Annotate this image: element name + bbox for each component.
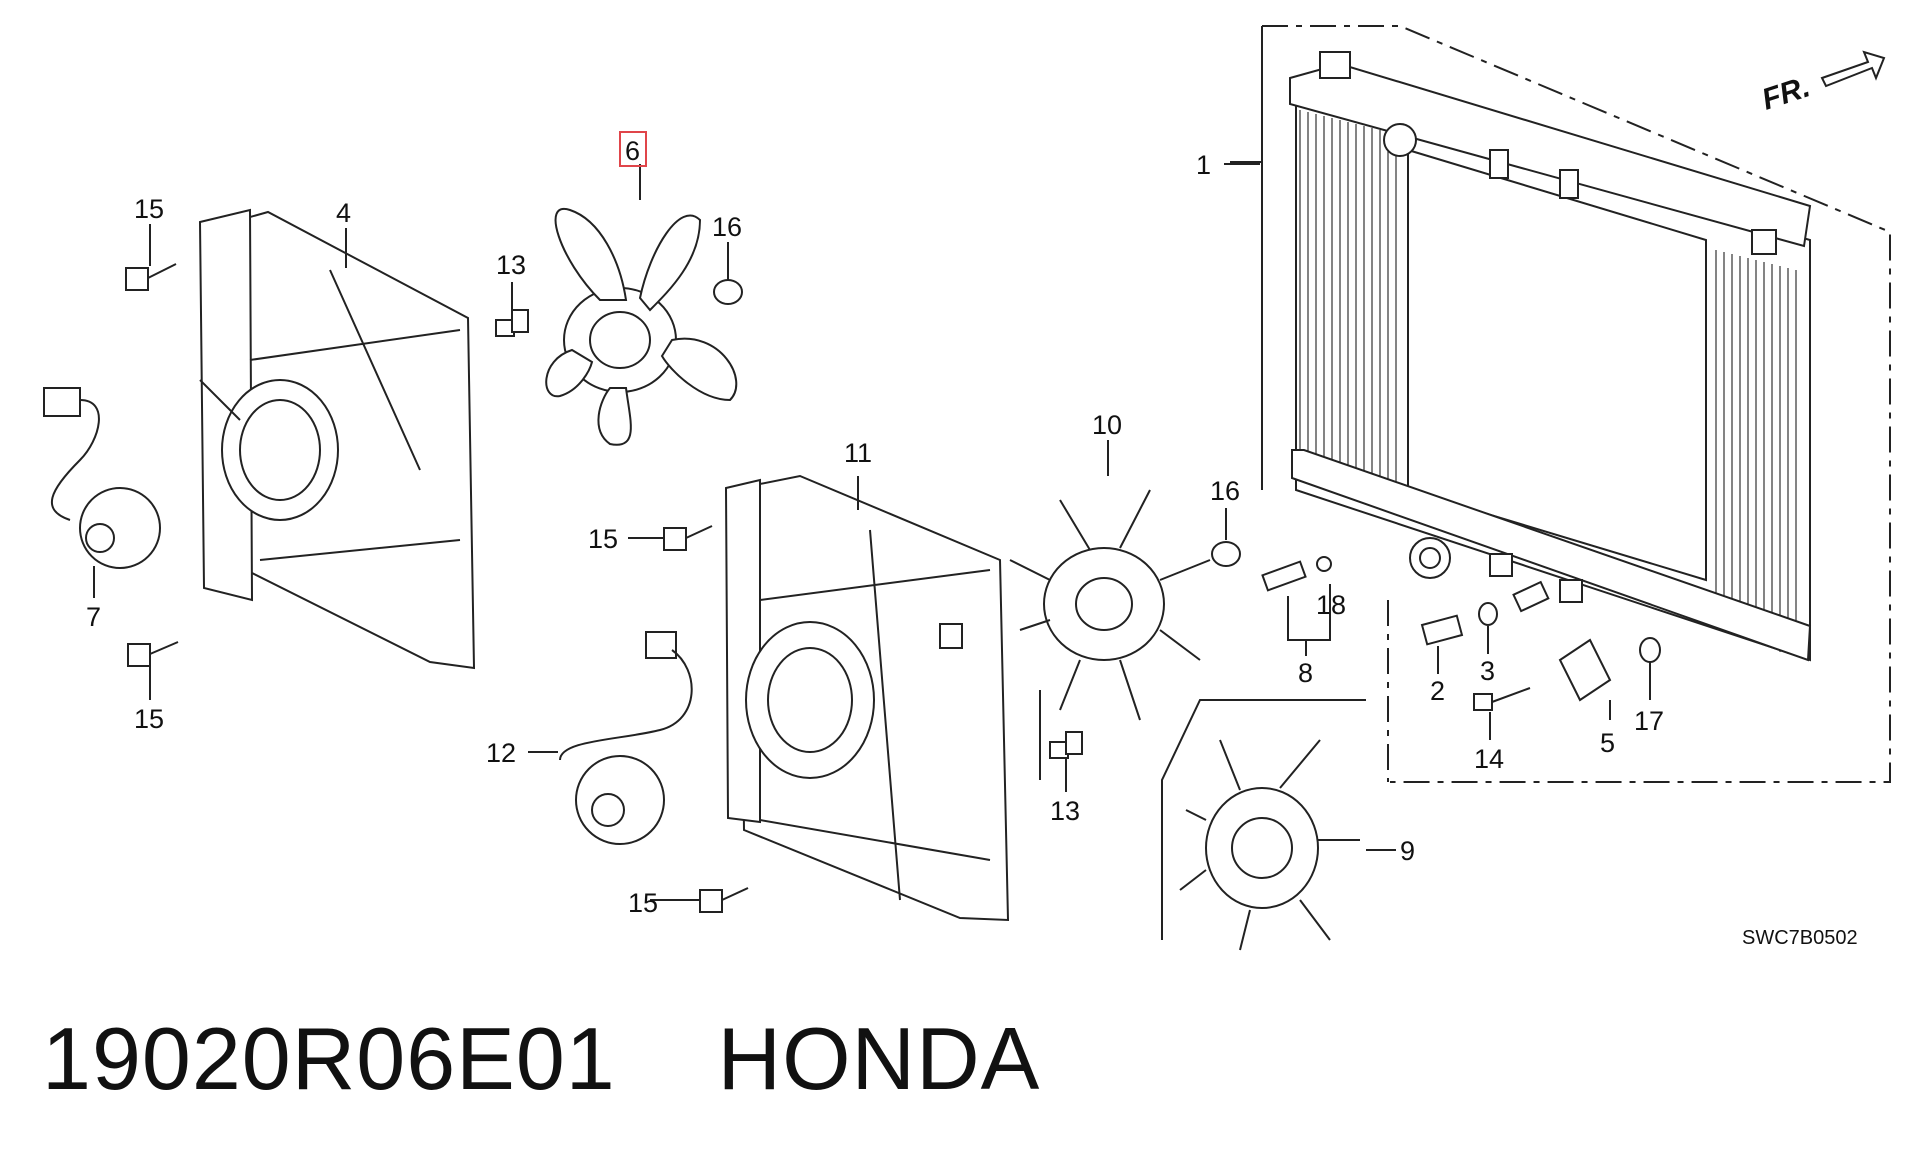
bolt-13a (495, 309, 529, 337)
fan-motor-7 (43, 387, 161, 569)
washer-3 (1478, 602, 1498, 626)
callout-13b: 13 (1050, 796, 1080, 826)
bolt-14 (1473, 687, 1531, 711)
callout-5: 5 (1600, 728, 1615, 758)
highlight-box (619, 131, 647, 167)
callout-6: 6 (625, 136, 640, 166)
front-arrow-icon (1820, 50, 1886, 88)
callout-1: 1 (1196, 150, 1211, 180)
callout-11: 11 (844, 438, 872, 468)
front-indicator: FR. (1758, 70, 1814, 116)
callout-15d: 15 (628, 888, 658, 918)
bolt-13b (1049, 731, 1083, 759)
cooling-fan-9 (1039, 690, 1366, 951)
callout-8: 8 (1298, 658, 1313, 688)
callout-2: 2 (1430, 676, 1445, 706)
callout-16b: 16 (1210, 476, 1240, 506)
nut-16a (713, 279, 743, 305)
brand-name: HONDA (717, 1009, 1041, 1108)
fan-motor-12 (559, 631, 693, 845)
bolt-15b (127, 641, 179, 667)
part-title: 19020R06E01 HONDA (42, 1008, 1040, 1110)
callout-14: 14 (1474, 744, 1504, 774)
bolt-15a (125, 263, 177, 291)
bolt-15c (663, 525, 713, 551)
callout-16a: 16 (712, 212, 742, 242)
callout-10: 10 (1092, 410, 1122, 440)
callout-12: 12 (486, 738, 516, 768)
callout-13a: 13 (496, 250, 526, 280)
bolt-15d (699, 887, 749, 913)
diagram-code: SWC7B0502 (1742, 927, 1858, 949)
cooling-fan-6 (545, 207, 738, 446)
radiator: FR. (1230, 25, 1891, 783)
cooling-fan-10 (1009, 489, 1211, 721)
part-number: 19020R06E01 (42, 1009, 616, 1108)
drain-5 (1558, 638, 1612, 702)
fan-shroud-left (198, 208, 476, 670)
plug-2 (1420, 614, 1464, 646)
nut-16b (1211, 541, 1241, 567)
fan-shroud-right (724, 474, 1010, 922)
callout-15b: 15 (134, 704, 164, 734)
washer-18 (1316, 556, 1332, 572)
callout-4: 4 (336, 198, 351, 228)
callout-15a: 15 (134, 194, 164, 224)
callout-7: 7 (86, 602, 101, 632)
leader-lines (93, 163, 1651, 901)
sensor-8 (1261, 560, 1307, 592)
callout-9: 9 (1400, 836, 1415, 866)
oring-17 (1639, 637, 1661, 663)
callout-15c: 15 (588, 524, 618, 554)
callout-17: 17 (1634, 706, 1664, 736)
callout-18: 18 (1316, 590, 1346, 620)
callout-3: 3 (1480, 656, 1495, 686)
